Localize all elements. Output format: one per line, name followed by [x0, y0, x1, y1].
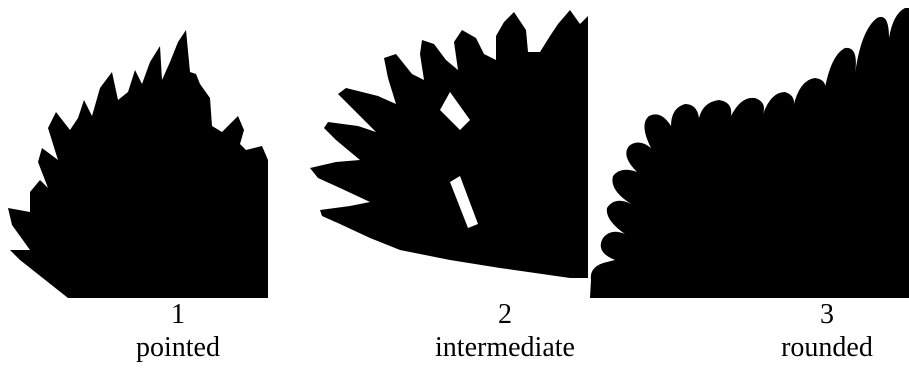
panel-number: 2	[415, 300, 595, 330]
panel-label: intermediate	[415, 333, 595, 363]
panel-number: 1	[78, 300, 278, 330]
panel-label: rounded	[745, 333, 909, 363]
panel-pointed: 1 pointed	[0, 0, 330, 374]
pointed-leaf-silhouette	[0, 0, 280, 300]
intermediate-leaf-silhouette	[300, 0, 590, 300]
panel-rounded: 3 rounded	[585, 0, 909, 374]
panel-intermediate: 2 intermediate	[300, 0, 590, 374]
rounded-leaf-silhouette	[585, 0, 909, 300]
panel-number: 3	[745, 300, 909, 330]
panel-label: pointed	[78, 333, 278, 363]
